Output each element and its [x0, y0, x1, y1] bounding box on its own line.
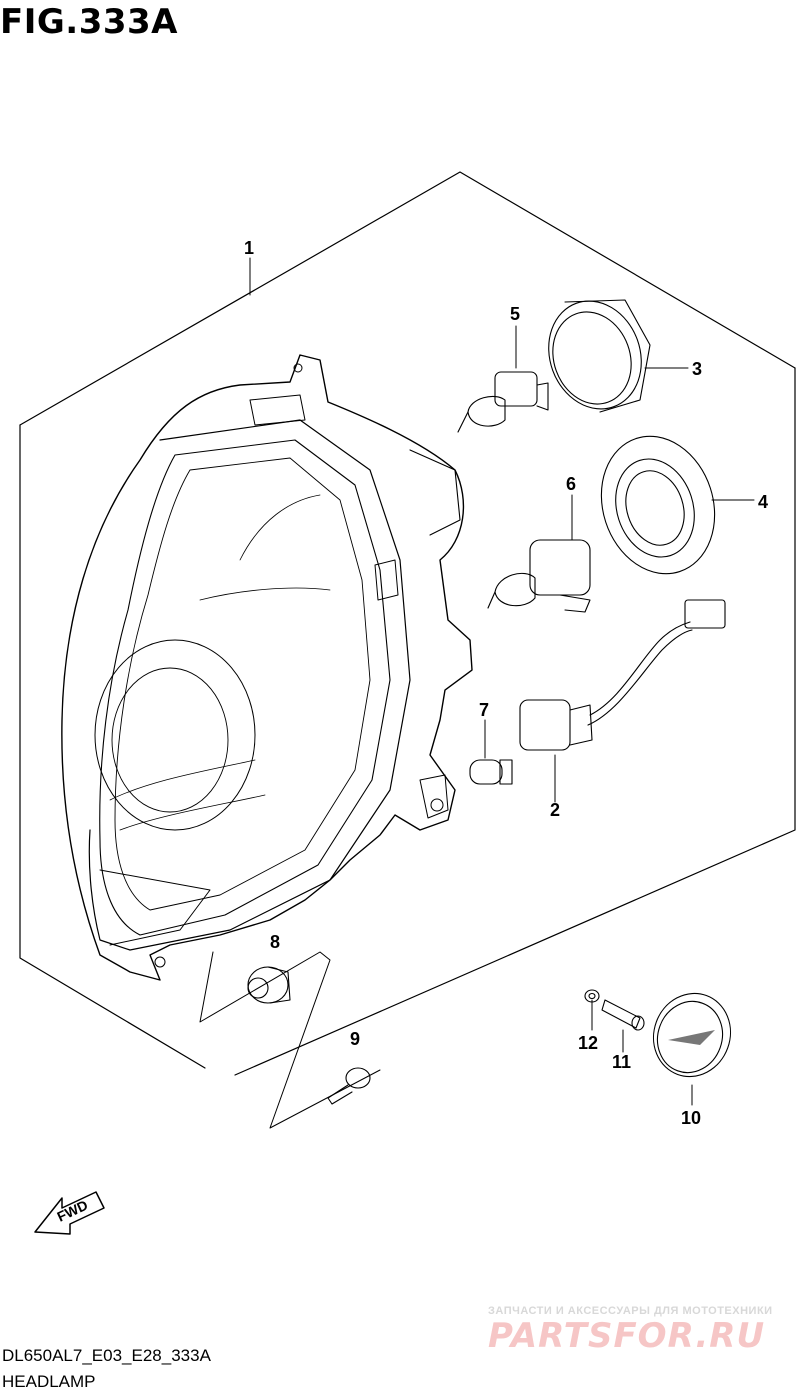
grommet	[247, 966, 291, 1004]
fwd-arrow	[34, 1191, 105, 1235]
position-lamp-socket	[519, 599, 726, 751]
watermark-brand: PARTSFOR.RU	[488, 1316, 766, 1356]
screw	[327, 1067, 371, 1105]
callout-9: 9	[350, 1029, 360, 1049]
headlamp-housing	[61, 354, 473, 981]
spacer	[601, 999, 645, 1031]
assembly-outline	[19, 171, 796, 1076]
callout-1: 1	[244, 238, 254, 258]
part-group-name: HEADLAMP	[2, 1372, 96, 1391]
watermark-subtitle: ЗАПЧАСТИ И АКСЕССУАРЫ ДЛЯ МОТОТЕХНИКИ	[488, 1305, 773, 1317]
callout-2: 2	[550, 800, 560, 820]
figure-title: FIG.333A	[0, 2, 178, 42]
callout-8: 8	[270, 932, 280, 952]
callout-labels: 1 2 3 4 5 6 7 8 9 10 11 12 FWD	[55, 238, 769, 1225]
wedge-bulb	[469, 759, 513, 785]
callout-4: 4	[758, 492, 768, 512]
callout-3: 3	[692, 359, 702, 379]
callout-10: 10	[681, 1108, 701, 1128]
callout-12: 12	[578, 1033, 598, 1053]
callout-5: 5	[510, 304, 520, 324]
rubber-cover	[600, 435, 716, 575]
washer	[584, 989, 600, 1003]
model-code: DL650AL7_E03_E28_333A	[2, 1346, 211, 1365]
callout-11: 11	[612, 1052, 631, 1072]
bulb-h7	[457, 371, 549, 433]
reflector	[652, 992, 732, 1078]
callout-7: 7	[479, 700, 489, 720]
leader-lines	[199, 257, 755, 1129]
callout-6: 6	[566, 474, 576, 494]
retaining-ring	[548, 299, 651, 413]
bulb-h11	[487, 539, 591, 613]
